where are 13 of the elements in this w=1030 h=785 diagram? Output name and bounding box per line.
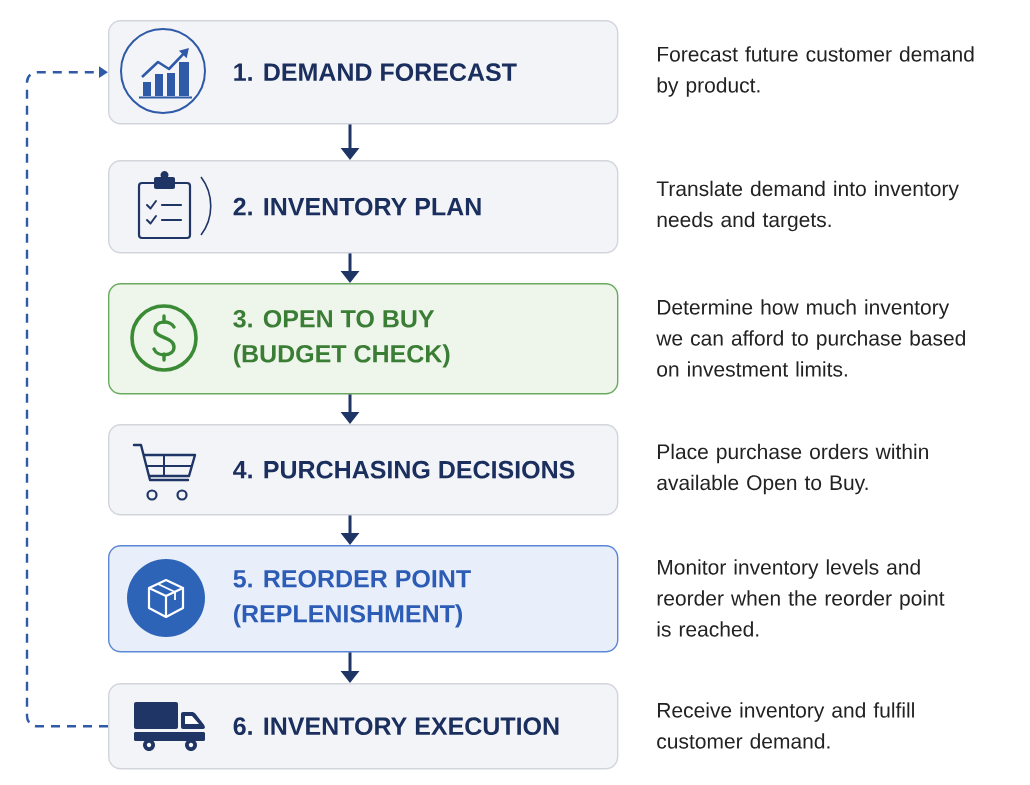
process-box: 4. PURCHASING DECISIONS	[108, 424, 619, 516]
description-text: Place purchase orders within available Open to Buy.	[657, 443, 928, 495]
process-box: 3. OPEN TO BUY (BUDGET CHECK)	[108, 283, 619, 395]
process-box: 6. INVENTORY EXECUTION	[108, 683, 619, 770]
process-box: 5. REORDER POINT (REPLENISHMENT)	[108, 545, 619, 653]
description-text: Monitor inventory levels and reorder when the reorder point is reached.	[657, 559, 945, 637]
description-text: Receive inventory and fulfill customer demand.	[657, 702, 914, 749]
process-box: 1. DEMAND FORECAST	[108, 20, 619, 125]
dashed-arrow	[25, 66, 108, 728]
description-text: Translate demand into inventory needs and targets.	[656, 180, 959, 232]
process-box: 2. INVENTORY PLAN	[108, 160, 619, 254]
description-text: Forecast future customer demand by product.	[657, 46, 974, 97]
description-text: Determine how much inventory we can afford to purchase based on investment limits.	[656, 299, 965, 377]
